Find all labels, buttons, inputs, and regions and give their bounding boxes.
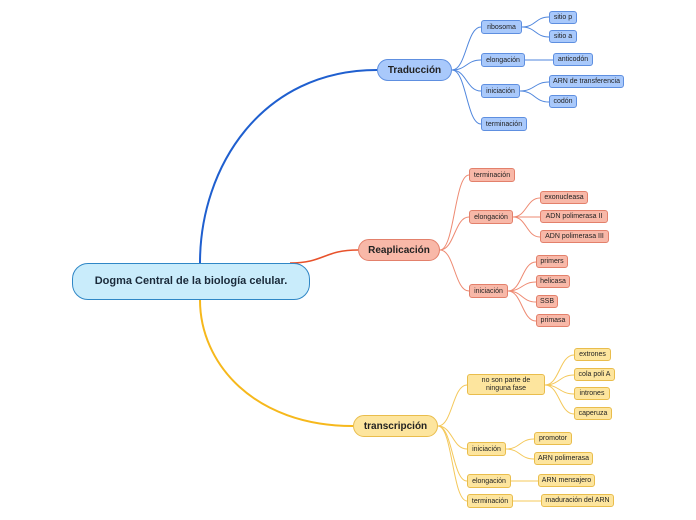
- replicacion-primers[interactable]: primers: [536, 255, 568, 268]
- replicacion-terminacion[interactable]: terminación: [469, 168, 515, 182]
- transcripcion-maduracion-arn[interactable]: maduración del ARN: [541, 494, 614, 507]
- link-transcripcion-2: [437, 425, 468, 482]
- link-tr-inic-arnpol: [505, 448, 535, 460]
- link-replicacion-2: [439, 249, 470, 292]
- link-root-transcripcion: [199, 299, 354, 427]
- replicacion-elongacion[interactable]: elongación: [469, 210, 513, 224]
- replicacion-primasa[interactable]: primasa: [536, 314, 570, 327]
- replicacion-ssb[interactable]: SSB: [536, 295, 558, 308]
- traduccion-elongacion[interactable]: elongación: [481, 53, 525, 67]
- transcripcion-elongacion[interactable]: elongación: [467, 474, 511, 488]
- replicacion-adn-polimerasa-ii[interactable]: ADN polimerasa II: [540, 210, 608, 223]
- root-topic[interactable]: Dogma Central de la biología celular.: [72, 263, 310, 300]
- link-transcripcion-0: [437, 384, 468, 427]
- transcripcion-arn-polimerasa[interactable]: ARN polimerasa: [534, 452, 593, 465]
- transcripcion-cola-poli-a[interactable]: cola poli A: [574, 368, 615, 381]
- link-replicacion-1: [439, 216, 470, 251]
- link-replicacion-0: [439, 174, 470, 251]
- transcripcion-iniciacion[interactable]: iniciación: [467, 442, 506, 456]
- traduccion-iniciacion[interactable]: iniciación: [481, 84, 520, 98]
- transcripcion-no-fase[interactable]: no son parte de ninguna fase: [467, 374, 545, 395]
- link-tr-inic-promotor: [505, 438, 535, 450]
- link-rep-elong-0: [512, 197, 541, 218]
- link-traduccion-2: [451, 69, 482, 92]
- traduccion-sitio-a[interactable]: sitio a: [549, 30, 577, 43]
- link-root-traduccion: [199, 69, 378, 264]
- transcripcion-arn-mensajero[interactable]: ARN mensajero: [538, 474, 595, 487]
- transcripcion-caperuza[interactable]: caperuza: [574, 407, 612, 420]
- replicacion-iniciacion[interactable]: iniciación: [469, 284, 508, 298]
- traduccion-codon[interactable]: codón: [549, 95, 577, 108]
- transcripcion-extrones[interactable]: extrones: [574, 348, 611, 361]
- link-iniciacion-arnt: [519, 81, 550, 92]
- traduccion-terminacion[interactable]: terminación: [481, 117, 527, 131]
- replicacion-helicasa[interactable]: helicasa: [536, 275, 570, 288]
- link-rep-inic-2: [507, 290, 537, 303]
- transcripcion-intrones[interactable]: intrones: [574, 387, 610, 400]
- link-traduccion-0: [451, 26, 482, 71]
- traduccion-sitio-p[interactable]: sitio p: [549, 11, 577, 24]
- link-root-replicacion: [289, 249, 359, 264]
- link-transcripcion-3: [437, 425, 468, 502]
- link-rep-elong-2: [512, 216, 541, 238]
- link-nofase-1: [544, 374, 575, 386]
- link-rep-inic-3: [507, 290, 537, 322]
- branch-traduccion[interactable]: Traducción: [377, 59, 452, 81]
- traduccion-anticodon[interactable]: anticodón: [553, 53, 593, 66]
- link-ribosoma-p: [521, 16, 550, 28]
- link-rep-inic-1: [507, 281, 537, 292]
- link-rep-inic-0: [507, 261, 537, 292]
- link-traduccion-1: [451, 59, 482, 71]
- link-ribosoma-a: [521, 26, 550, 38]
- link-nofase-3: [544, 384, 575, 415]
- transcripcion-promotor[interactable]: promotor: [534, 432, 572, 445]
- link-traduccion-3: [451, 69, 482, 125]
- traduccion-arn-transferencia[interactable]: ARN de transferencia: [549, 75, 624, 88]
- replicacion-exonucleasa[interactable]: exonucleasa: [540, 191, 588, 204]
- branch-transcripcion[interactable]: transcripción: [353, 415, 438, 437]
- traduccion-ribosoma[interactable]: ribosoma: [481, 20, 522, 34]
- link-nofase-0: [544, 354, 575, 386]
- link-iniciacion-codon: [519, 90, 550, 103]
- replicacion-adn-polimerasa-iii[interactable]: ADN polimerasa III: [540, 230, 609, 243]
- branch-replicacion[interactable]: Reaplicación: [358, 239, 440, 261]
- transcripcion-terminacion[interactable]: terminación: [467, 494, 513, 508]
